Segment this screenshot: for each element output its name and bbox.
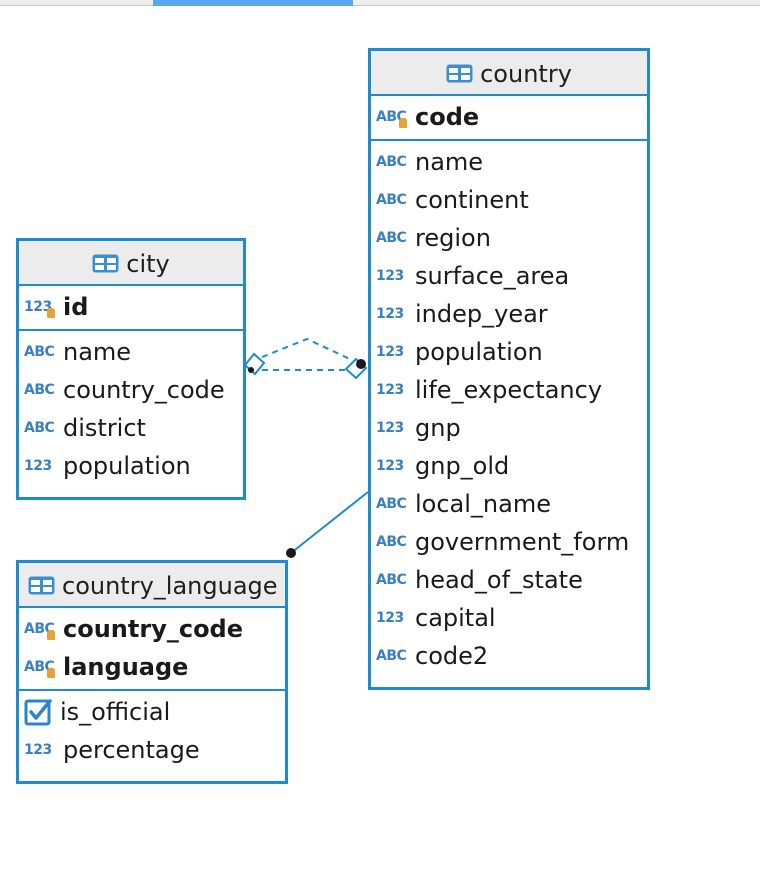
column-name: country_code bbox=[63, 615, 244, 643]
column-name: continent bbox=[415, 186, 529, 214]
table-icon bbox=[92, 254, 119, 273]
column-type-icon: ABC bbox=[376, 648, 407, 664]
city-country-relationship[interactable] bbox=[243, 337, 368, 380]
tab-strip bbox=[0, 0, 760, 6]
column-name: government_form bbox=[415, 528, 630, 556]
column-name: code2 bbox=[415, 642, 489, 670]
column-row[interactable]: 123 gnp_old bbox=[371, 447, 647, 485]
column-name: name bbox=[415, 148, 484, 176]
column-row[interactable]: 123 population bbox=[371, 333, 647, 371]
column-type-icon: ABC bbox=[24, 344, 55, 360]
column-type-icon: 123 bbox=[376, 610, 404, 626]
column-name: code bbox=[415, 103, 480, 131]
column-name: head_of_state bbox=[415, 566, 583, 594]
table-country-language[interactable]: country_language ABC country_code ABC la… bbox=[16, 560, 288, 784]
column-name: region bbox=[415, 224, 491, 252]
column-name: id bbox=[63, 293, 89, 321]
column-row[interactable]: ABC name bbox=[19, 333, 243, 371]
column-type-icon: ABC bbox=[376, 572, 407, 588]
column-name: population bbox=[415, 338, 543, 366]
column-name: language bbox=[63, 653, 189, 681]
key-column-type-icon: 123 bbox=[24, 299, 57, 318]
key-column-type-icon: ABC bbox=[24, 621, 57, 640]
column-type-icon: 123 bbox=[376, 382, 404, 398]
table-city-header[interactable]: city bbox=[19, 241, 243, 286]
column-row[interactable]: ABC continent bbox=[371, 181, 647, 219]
column-name: gnp bbox=[415, 414, 461, 442]
column-row[interactable]: ABC language bbox=[19, 648, 285, 686]
column-row[interactable]: ABC government_form bbox=[371, 523, 647, 561]
column-row[interactable]: ABC region bbox=[371, 219, 647, 257]
column-row[interactable]: 123 indep_year bbox=[371, 295, 647, 333]
language-country-relationship[interactable] bbox=[286, 491, 369, 558]
column-row[interactable]: ABC local_name bbox=[371, 485, 647, 523]
column-name: local_name bbox=[415, 490, 551, 518]
city-diamond-marker bbox=[243, 352, 266, 376]
checkbox-icon bbox=[24, 698, 52, 725]
key-column-type-icon: ABC bbox=[24, 659, 57, 678]
table-country-language-title: country_language bbox=[62, 571, 278, 600]
table-country-language-header[interactable]: country_language bbox=[19, 563, 285, 608]
column-row[interactable]: 123 life_expectancy bbox=[371, 371, 647, 409]
column-name: gnp_old bbox=[415, 452, 510, 480]
column-type-icon: ABC bbox=[376, 496, 407, 512]
column-type-icon: 123 bbox=[376, 306, 404, 322]
column-type-icon: 123 bbox=[376, 344, 404, 360]
table-icon bbox=[28, 576, 55, 595]
column-type-icon: ABC bbox=[376, 230, 407, 246]
table-city[interactable]: city 123 id ABC name ABC country_code AB… bbox=[16, 238, 246, 500]
language-end-dot bbox=[286, 548, 296, 558]
column-type-icon: ABC bbox=[376, 192, 407, 208]
column-type-icon: 123 bbox=[24, 458, 52, 474]
table-country-title: country bbox=[480, 59, 572, 88]
column-row[interactable]: 123 gnp bbox=[371, 409, 647, 447]
column-name: name bbox=[63, 338, 132, 366]
active-tab[interactable] bbox=[153, 0, 353, 6]
column-row[interactable]: ABC country_code bbox=[19, 371, 243, 409]
column-name: is_official bbox=[60, 698, 171, 726]
column-name: surface_area bbox=[415, 262, 570, 290]
column-type-icon: ABC bbox=[376, 154, 407, 170]
column-row[interactable]: 123 surface_area bbox=[371, 257, 647, 295]
column-name: life_expectancy bbox=[415, 376, 603, 404]
column-row[interactable]: 123 capital bbox=[371, 599, 647, 637]
column-row[interactable]: is_official bbox=[19, 693, 285, 731]
column-name: percentage bbox=[63, 736, 200, 764]
column-name: district bbox=[63, 414, 146, 442]
column-type-icon: 123 bbox=[376, 458, 404, 474]
table-icon bbox=[446, 64, 473, 83]
column-row[interactable]: ABC district bbox=[19, 409, 243, 447]
column-row[interactable]: ABC code bbox=[371, 98, 647, 136]
column-type-icon: 123 bbox=[24, 742, 52, 758]
column-type-icon: 123 bbox=[376, 420, 404, 436]
column-row[interactable]: 123 id bbox=[19, 288, 243, 326]
column-row[interactable]: ABC country_code bbox=[19, 610, 285, 648]
column-name: population bbox=[63, 452, 191, 480]
table-country[interactable]: country ABC code ABC name ABC continent … bbox=[368, 48, 650, 690]
table-city-title: city bbox=[126, 249, 170, 278]
country-diamond-marker bbox=[344, 357, 368, 380]
column-type-icon: ABC bbox=[24, 420, 55, 436]
column-type-icon: 123 bbox=[376, 268, 404, 284]
table-country-header[interactable]: country bbox=[371, 51, 647, 96]
column-row[interactable]: ABC code2 bbox=[371, 637, 647, 675]
column-type-icon: ABC bbox=[376, 534, 407, 550]
column-row[interactable]: 123 population bbox=[19, 447, 243, 485]
column-row[interactable]: 123 percentage bbox=[19, 731, 285, 769]
country-end-dot bbox=[356, 359, 366, 369]
column-row[interactable]: ABC head_of_state bbox=[371, 561, 647, 599]
column-name: country_code bbox=[63, 376, 225, 404]
column-name: indep_year bbox=[415, 300, 548, 328]
column-row[interactable]: ABC name bbox=[371, 143, 647, 181]
column-name: capital bbox=[415, 604, 496, 632]
key-column-type-icon: ABC bbox=[376, 109, 409, 128]
city-end-dot bbox=[248, 367, 254, 373]
column-type-icon: ABC bbox=[24, 382, 55, 398]
